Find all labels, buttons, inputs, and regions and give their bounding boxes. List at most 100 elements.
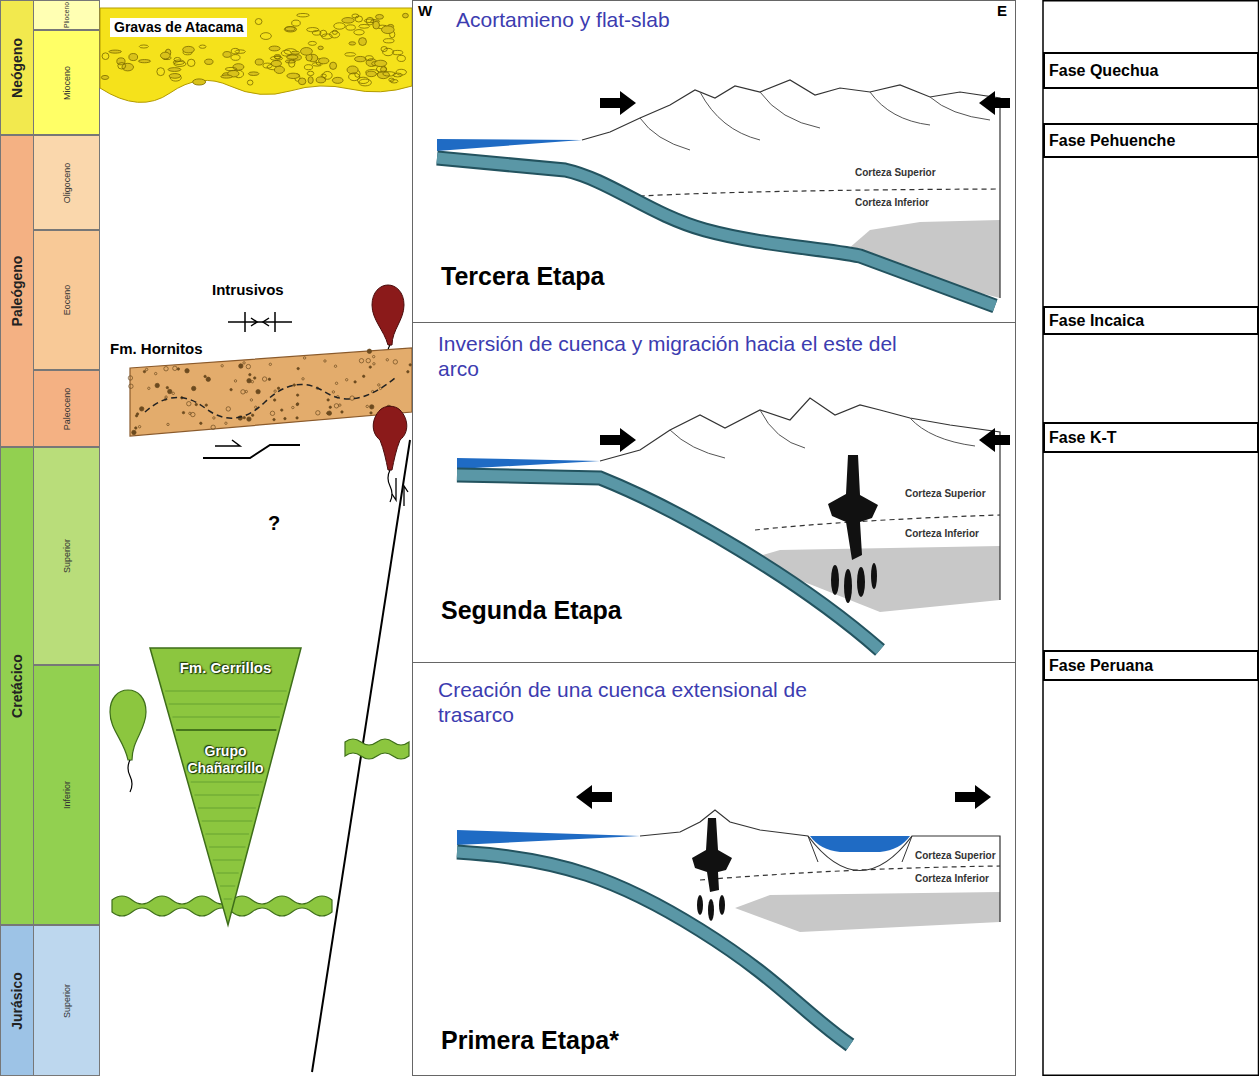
conglomerate-clast [296, 403, 298, 405]
gravel-clast [307, 28, 319, 32]
gravel-clast [297, 13, 310, 16]
gravel-clast [247, 80, 253, 85]
conglomerate-clast [251, 381, 253, 383]
east-label: E [997, 2, 1007, 19]
gravel-clast [274, 66, 284, 73]
normal-faults [808, 836, 912, 862]
gravel-clast [316, 77, 325, 83]
conglomerate-clast [211, 425, 215, 429]
gravel-clast [183, 46, 195, 53]
conglomerate-clast [370, 405, 374, 409]
extension-arrow [955, 785, 991, 809]
conglomerate-clast [284, 417, 286, 419]
epoch-name: Plioceno [62, 2, 70, 28]
gravel-clast [231, 55, 240, 61]
fold-symbol [228, 321, 292, 323]
tectonic-phase-box: Fase K-T [1043, 422, 1259, 453]
period-name: Paleógeno [9, 256, 26, 327]
ocean [437, 139, 582, 151]
gravel-clast [403, 13, 409, 18]
gravel-clast [334, 23, 345, 29]
fault-arrow [392, 478, 396, 500]
gravel-clast [173, 60, 184, 64]
fault-arrow [404, 486, 408, 506]
fault-line [312, 440, 410, 1072]
bedding-line [194, 795, 259, 796]
conglomerate-clast [132, 430, 136, 434]
gravel-clast [389, 78, 394, 81]
period-name: Jurásico [9, 972, 26, 1030]
gravel-clast [393, 73, 402, 77]
conglomerate-clast [167, 423, 169, 425]
conglomerate-clast [393, 360, 397, 364]
conglomerate-clast [262, 377, 266, 381]
conglomerate-clast [243, 416, 245, 418]
gravel-clast [174, 57, 181, 61]
bedding-line [172, 717, 279, 718]
gravel-clast [373, 21, 380, 29]
gravel-clast [359, 24, 370, 28]
phase-name: Fase Peruana [1049, 656, 1153, 675]
gravel-clast [304, 65, 312, 70]
conglomerate-clast [128, 376, 132, 380]
conglomerate-clast [213, 417, 215, 419]
stage-label: Tercera Etapa [441, 261, 605, 291]
gravel-clast [375, 60, 387, 66]
period-name: Cretácico [9, 654, 26, 718]
conglomerate-clast [332, 391, 334, 393]
gravel-clast [255, 19, 262, 25]
slab [457, 852, 850, 1045]
period-name: Neógeno [9, 38, 26, 98]
epoch-name: Eoceno [61, 285, 72, 316]
unit-name: Grupo Chañarcillo [178, 743, 273, 777]
wedge-fill [150, 648, 301, 925]
gravel-clast [270, 56, 282, 60]
gravel-clast [355, 16, 362, 22]
stage-panel: Acortamieno y flat-slabTercera Etapa [412, 0, 1016, 323]
gravel-clast [383, 48, 394, 55]
gravel-unit: Gravas de Atacama [100, 8, 412, 98]
conglomerate-clast [293, 384, 295, 386]
conglomerate-clast [164, 367, 168, 371]
thrust-faults [670, 410, 975, 458]
gravel-clast [233, 64, 244, 70]
period-band: Paleógeno [0, 135, 34, 447]
conglomerate-clast [234, 380, 236, 382]
gravel-clast [359, 38, 367, 46]
gravel-clast [397, 55, 405, 61]
conglomerate-clast [324, 360, 326, 362]
gravel-clast [330, 31, 340, 38]
gravel-clast [193, 79, 206, 85]
magma-root [857, 567, 865, 597]
gravel-clast [255, 59, 263, 65]
intrusive-label: Intrusivos [212, 281, 284, 298]
conglomerate-clast [274, 390, 276, 392]
fold-trace [145, 378, 395, 418]
conglomerate-clast [359, 359, 363, 363]
gravel-clast [292, 20, 301, 26]
conglomerate-clast [334, 404, 338, 408]
gravel-clast [298, 78, 305, 85]
conglomerate-clast [339, 404, 341, 406]
compression-arrow [979, 428, 1010, 452]
conglomerate-clast [138, 425, 140, 427]
tectonic-phase-box: Fase Incaica [1043, 306, 1259, 335]
gravel-clast [287, 73, 300, 78]
bedding-line [209, 847, 246, 848]
gravel-clast [271, 60, 281, 66]
conglomerate-clast [226, 407, 230, 411]
epoch-name: Paleoceno [61, 387, 72, 430]
conglomerate-clast [136, 413, 138, 415]
gravel-clast [365, 56, 373, 61]
gravel-clast [318, 58, 328, 64]
unit-name: Gravas de Atacama [110, 18, 247, 37]
crust-surface [582, 80, 1000, 298]
gravel-clast [160, 52, 170, 59]
gravel-clast [187, 59, 195, 66]
gravel-clast [346, 25, 355, 30]
magma-root [697, 895, 703, 915]
gravel-clast [289, 60, 295, 67]
epoch-band: Plioceno [33, 0, 100, 30]
conglomerate-clast [230, 388, 232, 390]
